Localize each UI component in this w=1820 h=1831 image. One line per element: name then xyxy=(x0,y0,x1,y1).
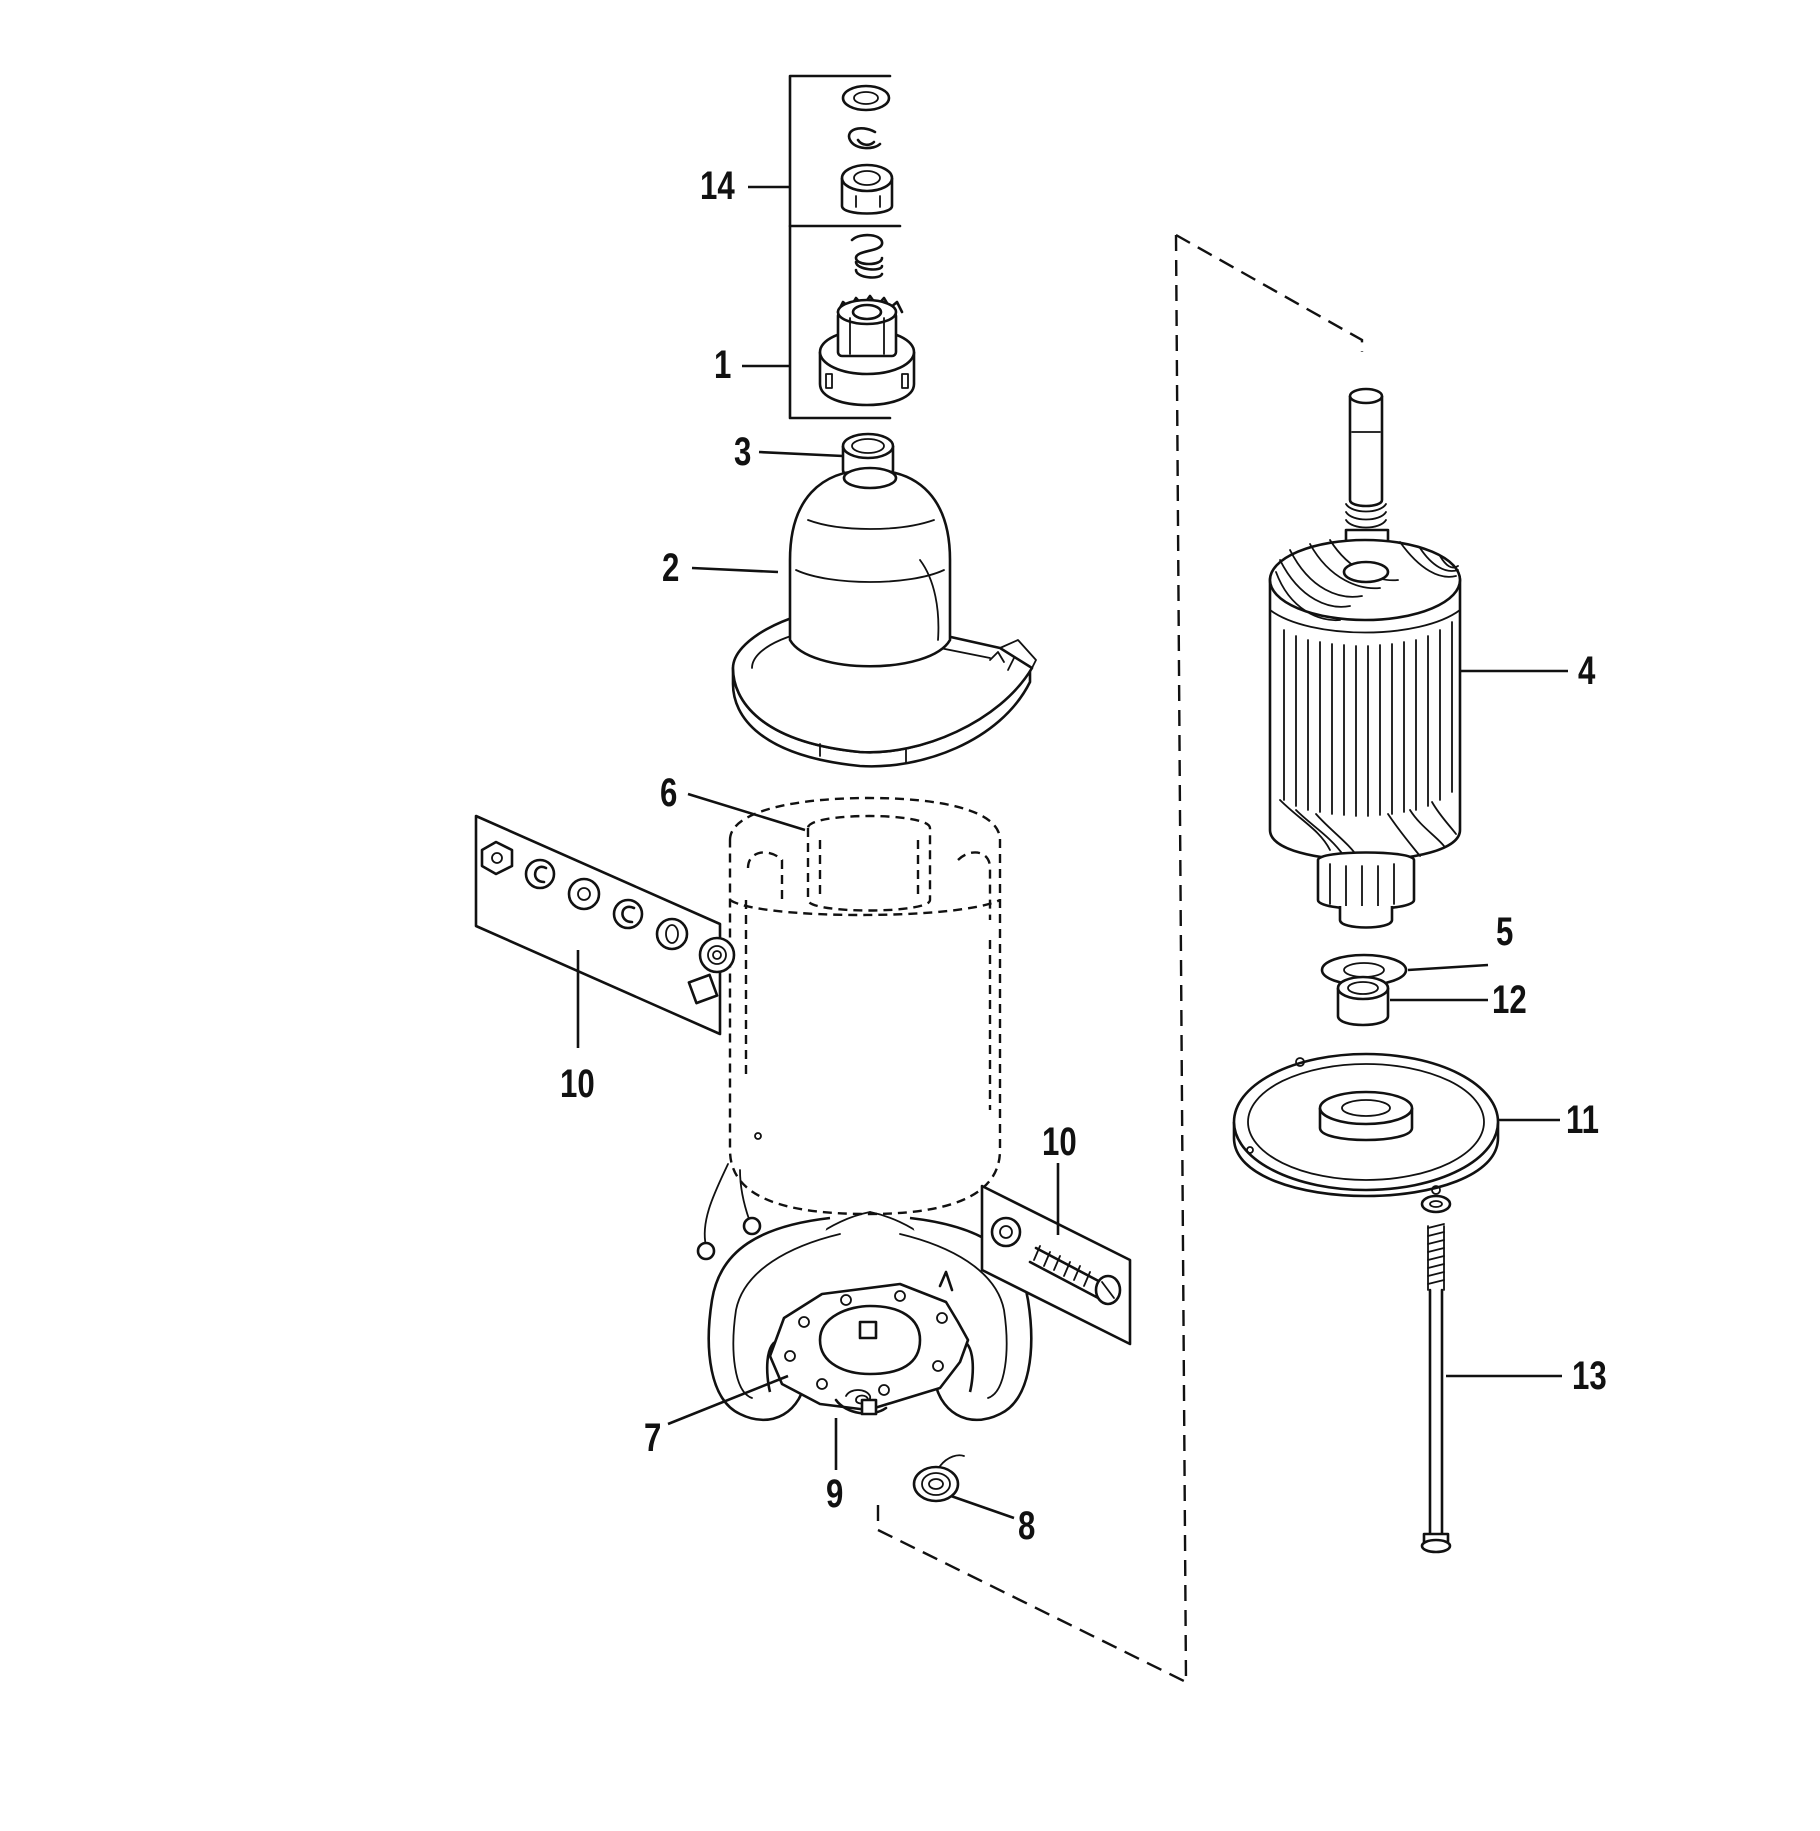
callout-12: 12 xyxy=(1492,978,1527,1022)
part-9-brush-spring xyxy=(834,1389,878,1470)
assembly-dashed-line xyxy=(876,233,1364,1684)
callout-9: 9 xyxy=(826,1472,844,1516)
callout-leaders xyxy=(667,185,1015,1520)
callout-10-right: 10 xyxy=(1042,1120,1077,1164)
callout-10-left: 10 xyxy=(560,1062,595,1106)
callout-5: 5 xyxy=(1496,910,1514,954)
drive-kit-bracket xyxy=(788,74,902,420)
part-12-bushing xyxy=(1336,975,1488,1027)
field-lead-wires xyxy=(696,1163,762,1261)
callout-3: 3 xyxy=(734,430,752,474)
callout-11: 11 xyxy=(1566,1098,1599,1142)
part-4-armature xyxy=(1268,387,1568,929)
callout-7: 7 xyxy=(644,1416,662,1460)
part-6-field-frame xyxy=(728,796,1002,1216)
callout-14: 14 xyxy=(700,164,735,208)
part-2-drive-housing xyxy=(731,466,1037,768)
callout-1: 1 xyxy=(714,343,732,387)
callout-4: 4 xyxy=(1578,649,1596,693)
callout-8: 8 xyxy=(1018,1504,1036,1548)
callout-6: 6 xyxy=(660,771,678,815)
part-11-end-plate xyxy=(1232,1052,1560,1198)
part-10-hardware-kit-right xyxy=(980,1163,1132,1346)
part-8-brush-spring xyxy=(912,1454,965,1503)
part-1-drive-pinion xyxy=(818,233,916,407)
callout-13: 13 xyxy=(1572,1354,1607,1398)
part-13-through-bolt xyxy=(1420,1194,1562,1554)
part-14-washer-ring-collar xyxy=(840,84,894,215)
part-10-hardware-kit-left xyxy=(474,814,736,1048)
part-7-brush-plate xyxy=(768,1270,970,1415)
part-5-thrust-washer xyxy=(1320,953,1489,987)
callout-2: 2 xyxy=(662,546,680,590)
